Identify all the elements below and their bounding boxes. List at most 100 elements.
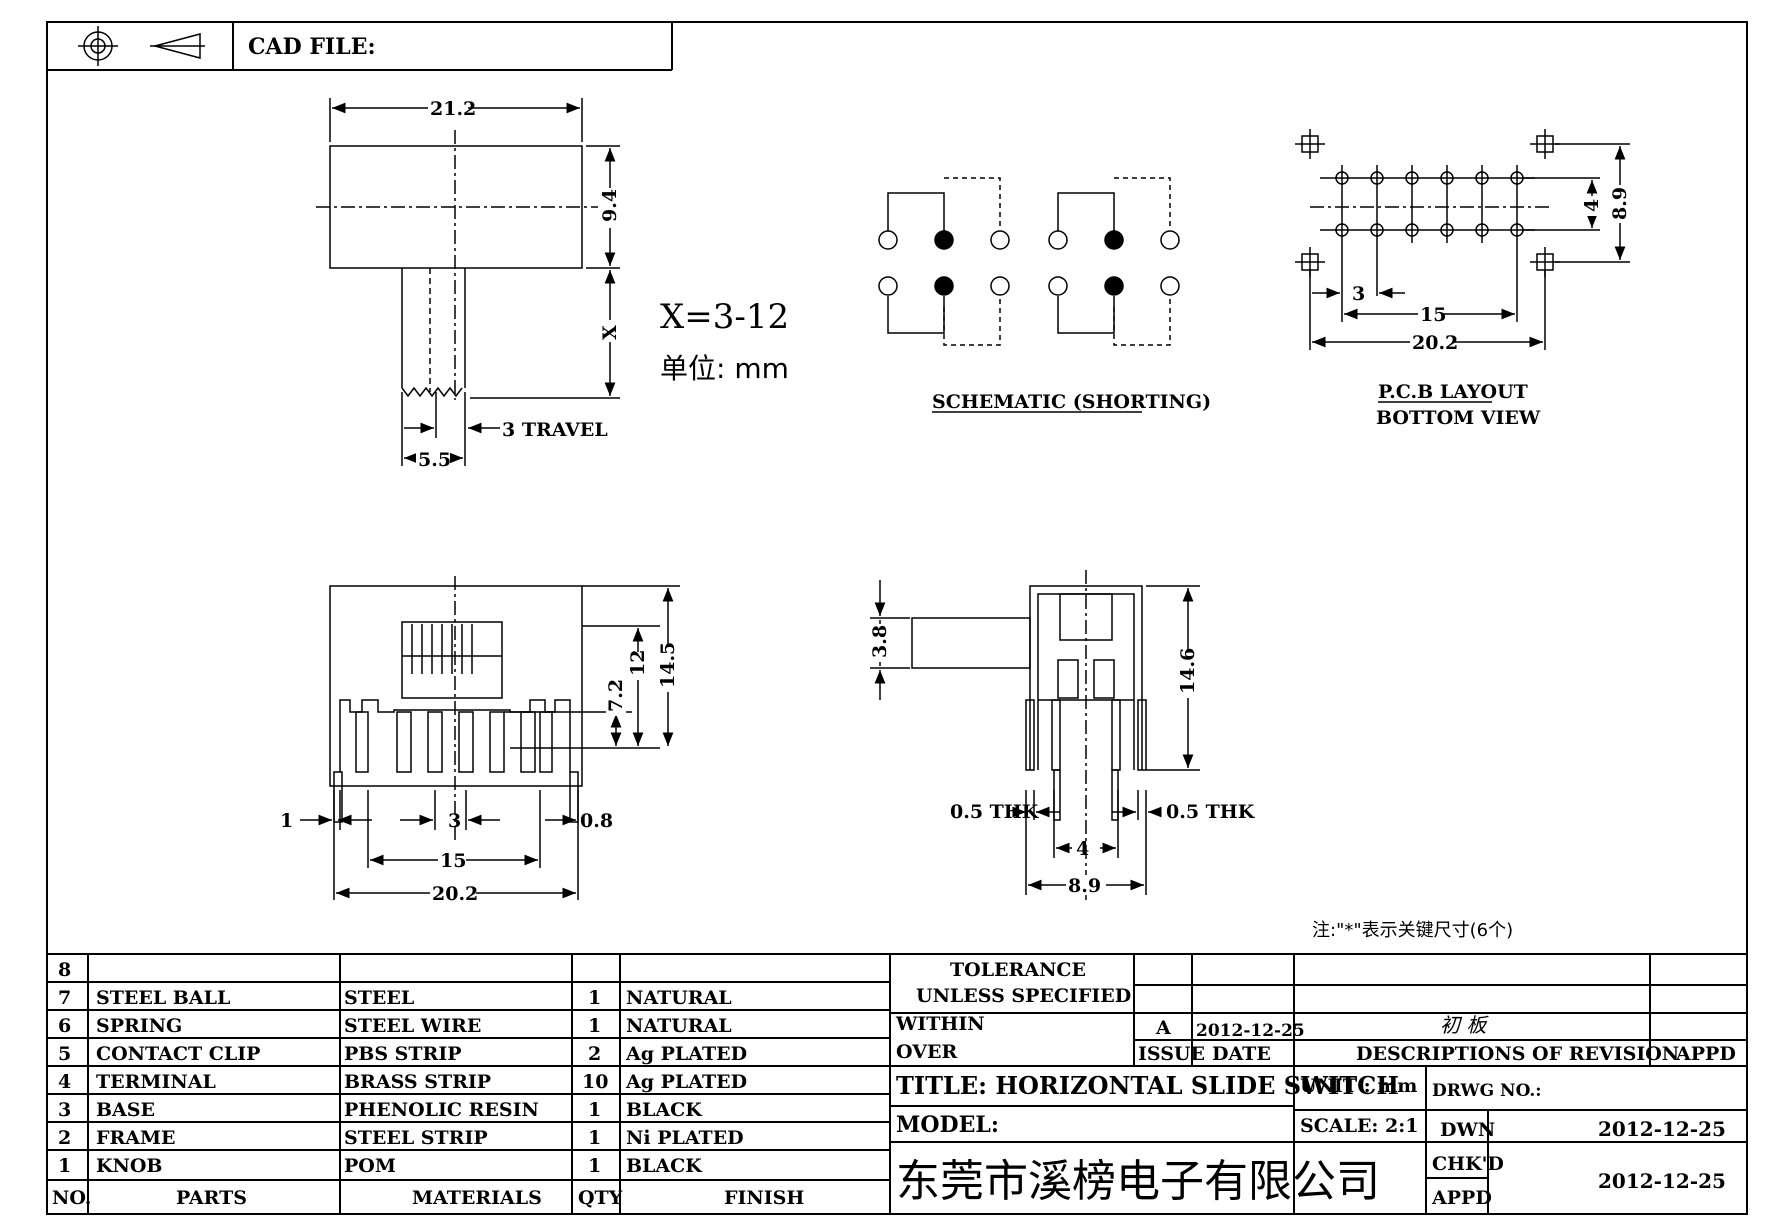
- dim-travel: 3 TRAVEL: [502, 419, 608, 441]
- bom-no: 5: [58, 1043, 71, 1065]
- bom-finish: Ag PLATED: [625, 1071, 747, 1093]
- issue-value: A: [1155, 1017, 1171, 1039]
- bom-qty: 10: [582, 1071, 608, 1093]
- pcb-dim-4: 4: [1581, 199, 1603, 212]
- bom-qty: 1: [588, 1155, 601, 1177]
- bom-finish: BLACK: [626, 1155, 703, 1177]
- dim-3: 3: [448, 810, 461, 832]
- cad-file-label: CAD FILE:: [248, 34, 376, 60]
- key-dimension-note: 注:"*"表示关键尺寸(6个): [1312, 920, 1513, 941]
- title-block-grid: [890, 954, 1747, 1214]
- bom-header-qty: QTY: [578, 1187, 623, 1209]
- bom-no: 8: [58, 959, 71, 981]
- schematic-right: [1048, 177, 1180, 346]
- bom-header-no: NO.: [52, 1187, 91, 1209]
- knob-ribs: [402, 624, 502, 674]
- bom-finish: BLACK: [626, 1099, 703, 1121]
- bom-finish: Ni PLATED: [626, 1127, 744, 1149]
- bom-text: 8 7 STEEL BALL STEEL 1 NATURAL 6 SPRING …: [52, 959, 804, 1209]
- chk-date: 2012-12-25: [1598, 1169, 1726, 1193]
- issue-label: ISSUE: [1138, 1043, 1205, 1065]
- bom-no: 4: [58, 1071, 71, 1093]
- chkd-label: CHK'D: [1432, 1153, 1504, 1175]
- unit-note: 单位: mm: [660, 352, 789, 385]
- bom-material: BRASS STRIP: [344, 1071, 491, 1093]
- pcb-caption-2: BOTTOM VIEW: [1376, 407, 1541, 429]
- sheet-border: [46, 21, 1748, 1215]
- over-label: OVER: [896, 1041, 957, 1063]
- bom-part: FRAME: [96, 1127, 176, 1149]
- bom-qty: 1: [588, 1127, 601, 1149]
- drwg-no-label: DRWG NO.:: [1432, 1081, 1542, 1101]
- title-block-text: TOLERANCE UNLESS SPECIFIED WITHIN OVER A…: [895, 959, 1736, 1209]
- dim-shaft: 5.5: [418, 449, 451, 471]
- bom-header-parts: PARTS: [176, 1187, 247, 1209]
- bom-finish: Ag PLATED: [625, 1043, 747, 1065]
- dim-7-2: 7.2: [605, 679, 627, 712]
- bom-finish: NATURAL: [626, 1015, 732, 1037]
- revision-description: 初 板: [1440, 1013, 1489, 1037]
- dim-thk-left: 0.5 THK: [950, 801, 1040, 823]
- dim-14-5: 14.5: [657, 642, 679, 688]
- top-view-dims: 21.2 9.4 X 3 TRAVEL 5.5: [416, 96, 622, 471]
- unless-specified: UNLESS SPECIFIED: [916, 985, 1131, 1007]
- dim-thk-right: 0.5 THK: [1166, 801, 1256, 823]
- model-label: MODEL:: [896, 1112, 999, 1138]
- x-range: X=3-12: [660, 297, 789, 337]
- dim-side-4: 4: [1076, 838, 1089, 860]
- bom-material: STEEL: [344, 987, 414, 1009]
- dim-14-6: 14.6: [1177, 648, 1199, 694]
- pcb-mount-holes: [1295, 129, 1560, 277]
- bom-part: TERMINAL: [96, 1071, 216, 1093]
- within-label: WITHIN: [895, 1013, 985, 1035]
- pcb-dims: 3 15 20.2 4 8.9 P.C.B LAYOUT BOTTOM VIEW: [1352, 185, 1631, 429]
- bom-qty: 1: [588, 1099, 601, 1121]
- header-box: CAD FILE:: [47, 22, 673, 71]
- dim-x: X: [599, 325, 621, 340]
- dwn-date: 2012-12-25: [1598, 1117, 1726, 1141]
- bom-qty: 1: [588, 987, 601, 1009]
- dim-3-8: 3.8: [869, 625, 891, 658]
- appd-header: APPD: [1675, 1043, 1736, 1065]
- dim-15: 15: [440, 850, 466, 872]
- bom-no: 2: [58, 1127, 71, 1149]
- bom-part: STEEL BALL: [96, 987, 230, 1009]
- bom-material: STEEL STRIP: [344, 1127, 488, 1149]
- bom-header-materials: MATERIALS: [412, 1187, 542, 1209]
- tolerance-label: TOLERANCE: [950, 959, 1086, 981]
- projection-symbol-icon: [78, 26, 205, 66]
- dim-12: 12: [627, 650, 649, 676]
- bom-part: SPRING: [96, 1015, 182, 1037]
- bom-qty: 2: [588, 1043, 601, 1065]
- bom-header-finish: FINISH: [724, 1187, 804, 1209]
- desc-label: DESCRIPTIONS OF REVISION: [1356, 1043, 1679, 1065]
- dim-height: 9.4: [599, 189, 621, 222]
- company-name: 东莞市溪榜电子有限公司: [896, 1156, 1380, 1207]
- schematic: [878, 177, 1180, 413]
- drawing-title: TITLE: HORIZONTAL SLIDE SWITCH: [896, 1071, 1399, 1100]
- unit-label: UNIT : mm: [1300, 1075, 1417, 1097]
- bom-no: 1: [58, 1155, 71, 1177]
- pcb-holes: [1335, 165, 1524, 243]
- issue-date: 2012-12-25: [1196, 1021, 1305, 1041]
- bom-no: 6: [58, 1015, 71, 1037]
- bom-material: PBS STRIP: [344, 1043, 462, 1065]
- bom-grid: [47, 953, 1747, 1214]
- bom-material: PHENOLIC RESIN: [344, 1099, 539, 1121]
- top-view: [316, 98, 620, 466]
- dim-side-8-9: 8.9: [1068, 875, 1101, 897]
- schematic-caption: SCHEMATIC (SHORTING): [932, 391, 1211, 413]
- bom-part: CONTACT CLIP: [96, 1043, 260, 1065]
- side-view: [870, 570, 1200, 900]
- bom-qty: 1: [588, 1015, 601, 1037]
- front-view: [300, 576, 680, 900]
- bom-material: POM: [344, 1155, 396, 1177]
- bom-no: 7: [58, 987, 71, 1009]
- pcb-dim-202: 20.2: [1412, 332, 1458, 354]
- side-view-dims: 3.8 14.6 0.5 THK 0.5 THK 4 8.9: [869, 624, 1256, 897]
- pcb-dim-89: 8.9: [1609, 187, 1631, 220]
- dwn-label: DWN: [1440, 1119, 1495, 1141]
- bom-finish: NATURAL: [626, 987, 732, 1009]
- pcb-dim-3: 3: [1352, 283, 1365, 305]
